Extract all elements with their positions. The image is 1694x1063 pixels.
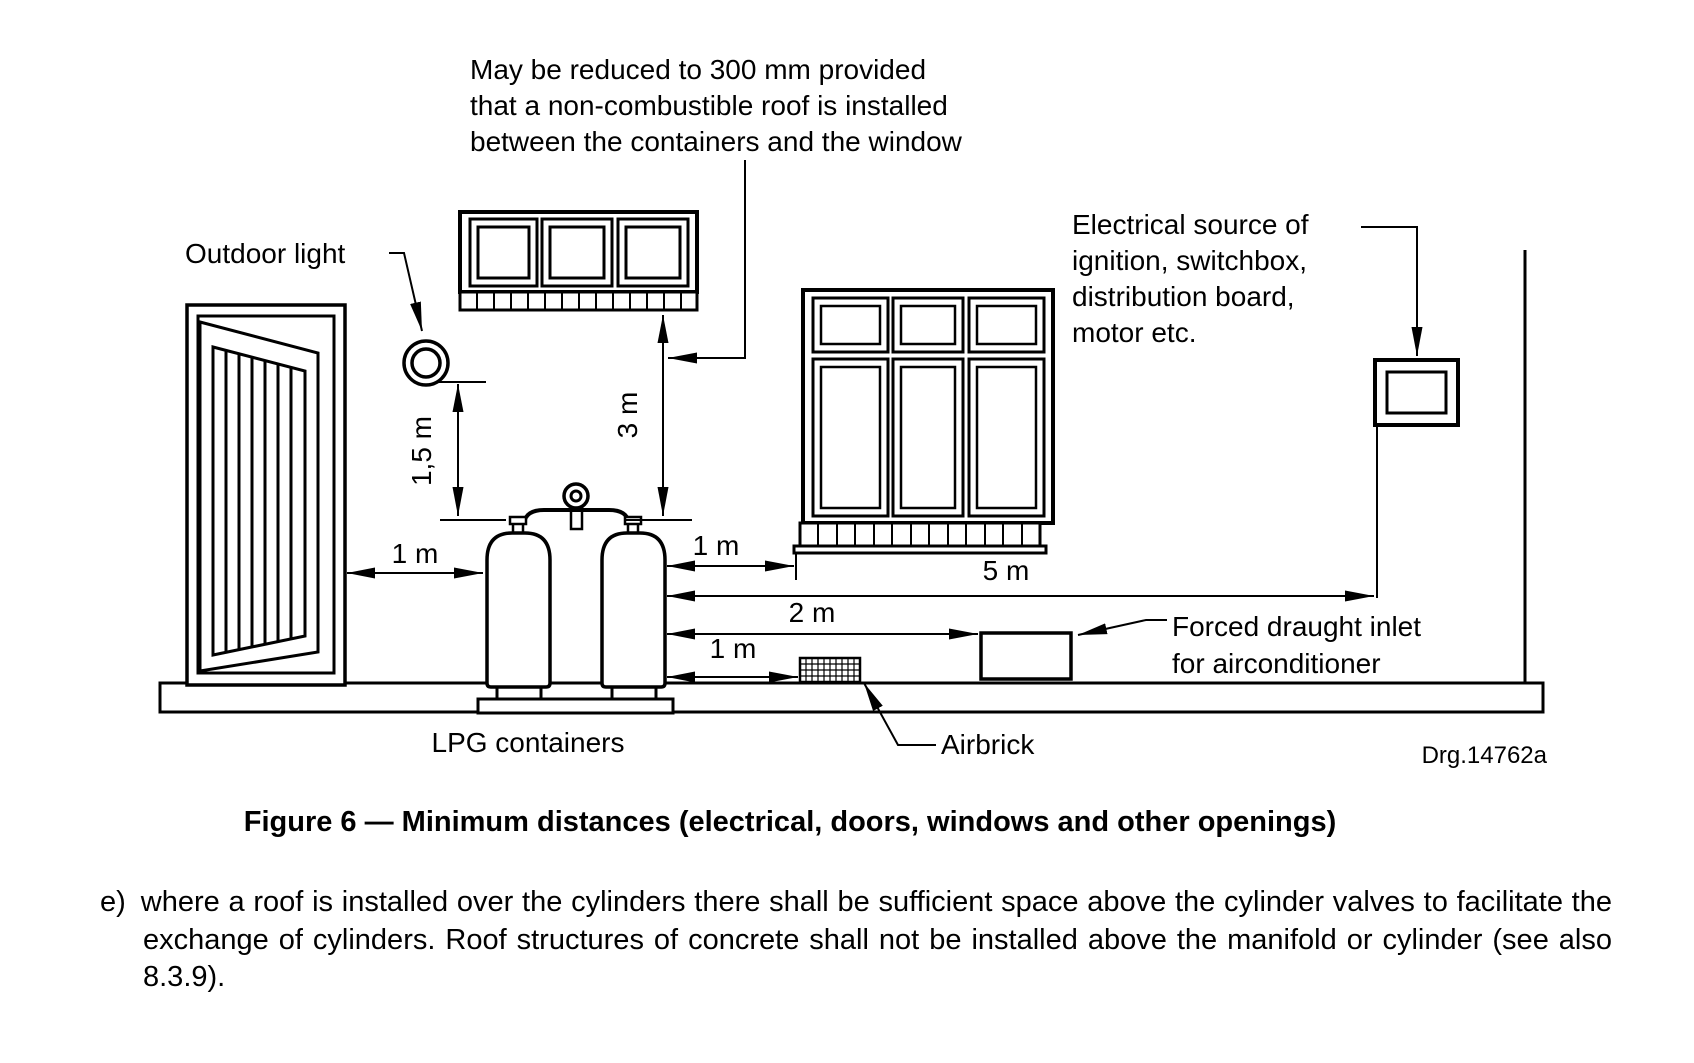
leader-note-to-dimension [668,160,746,364]
electrical-label-line1: Electrical source of [1072,209,1309,240]
outdoor-light-icon [402,339,450,387]
forced-draught-label-line2: for airconditioner [1172,648,1381,679]
large-window-sill [792,521,1048,555]
dim-cylinder-to-switchbox-label: 5 m [983,555,1030,586]
clause-marker: e) [100,886,126,918]
figure-6-diagram: May be reduced to 300 mm provided that a… [158,54,1548,769]
forced-draught-label-line1: Forced draught inlet [1172,611,1421,642]
lpg-cylinder-left [485,531,552,689]
leader-forced-draught [1077,619,1167,636]
clause-e: e) where a roof is installed over the cyl… [100,884,1612,997]
dim-window-above-label: 3 m [612,392,643,439]
large-window [792,288,1055,555]
door [185,303,347,687]
leader-electrical-source [1361,226,1423,356]
outdoor-light-label: Outdoor light [185,238,346,269]
dim-light-height-label: 1,5 m [406,416,437,486]
forced-draught-inlet-box [979,631,1073,681]
high-window [458,210,699,312]
dimension-lines [347,315,1374,683]
dim-cylinder-to-airbrick-label: 1 m [710,633,757,664]
note-reduced-line1: May be reduced to 300 mm provided [470,54,926,85]
leader-outdoor-light [389,252,423,332]
leader-lines [389,160,1423,746]
leader-airbrick [863,682,936,746]
floor-plinth [158,681,1545,714]
reference-lines [438,381,797,580]
cylinder-base-plate [476,697,675,715]
note-reduced-line2: that a non-combustible roof is installed [470,90,948,121]
lpg-cylinder-right [600,531,667,689]
dim-cylinder-to-inlet-label: 2 m [789,597,836,628]
switchbox [1373,358,1460,427]
lpg-cylinders [476,482,675,715]
electrical-label-line4: motor etc. [1072,317,1196,348]
figure-caption-text: Figure 6 — Minimum distances (electrical… [243,806,1337,838]
drawing-number: Drg.14762a [1422,742,1548,769]
airbrick-icon [798,656,862,684]
electrical-label-line3: distribution board, [1072,281,1295,312]
electrical-label-line2: ignition, switchbox, [1072,245,1307,276]
figure-caption: Figure 6 — Minimum distances (electrical… [0,806,1580,839]
dim-cylinder-to-window-label: 1 m [693,530,740,561]
high-window-sill [458,290,699,312]
lpg-containers-label: LPG containers [432,727,625,758]
door-slats [224,350,293,652]
clause-text: where a roof is installed over the cylin… [140,886,1612,993]
airbrick-label: Airbrick [941,729,1035,760]
note-reduced-line3: between the containers and the window [470,126,963,157]
dim-door-to-cylinder-label: 1 m [392,538,439,569]
